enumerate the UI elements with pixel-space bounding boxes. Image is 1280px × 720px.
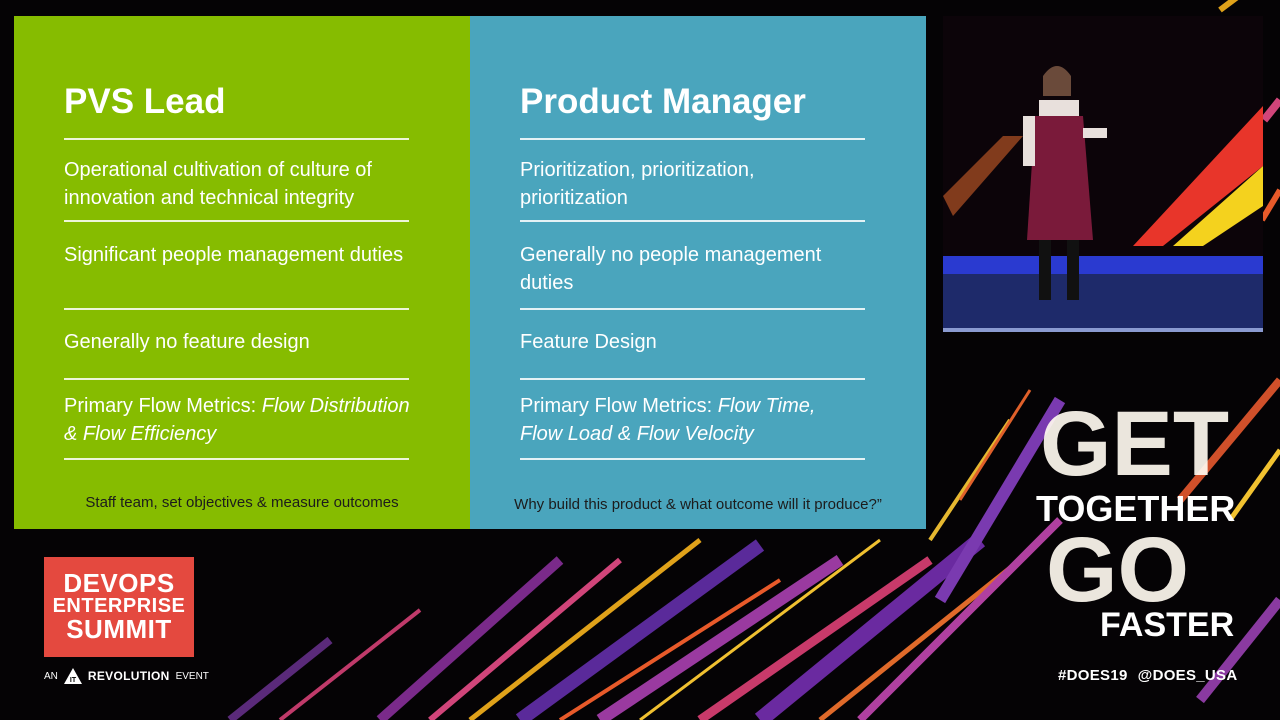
svg-text:IT: IT	[70, 677, 77, 684]
byline-event: EVENT	[175, 670, 209, 682]
byline-an: AN	[44, 670, 58, 682]
speaker-video	[943, 16, 1263, 332]
product-manager-column: Product Manager Prioritization, prioriti…	[470, 16, 926, 529]
hashtag: #DOES19	[1058, 667, 1128, 684]
divider	[64, 138, 409, 140]
divider	[64, 458, 409, 460]
metrics-value: Flow Distribution & Flow Efficiency	[64, 395, 410, 445]
devops-enterprise-summit-logo: DEVOPS ENTERPRISE SUMMIT	[44, 557, 194, 657]
divider	[520, 138, 865, 140]
divider	[64, 220, 409, 222]
speaker-video-image	[943, 16, 1263, 332]
it-revolution-icon: IT	[63, 668, 82, 684]
divider	[520, 220, 865, 222]
column-footer: Why build this product & what outcome wi…	[514, 496, 882, 513]
metrics-value: Flow Time, Flow Load & Flow Velocity	[520, 395, 816, 445]
logo-line: ENTERPRISE	[52, 595, 186, 617]
logo-line: DEVOPS	[63, 568, 175, 598]
divider	[520, 378, 865, 380]
column-title: Product Manager	[520, 82, 806, 121]
slogan-together: TOGETHER	[1036, 488, 1236, 529]
column-title: PVS Lead	[64, 82, 226, 121]
twitter-handle: @DOES_USA	[1137, 667, 1238, 684]
pvs-lead-column: PVS Lead Operational cultivation of cult…	[14, 16, 470, 529]
slogan-go: GO	[1046, 519, 1190, 621]
list-item: Feature Design	[520, 331, 657, 353]
slogan-faster: FASTER	[1100, 606, 1235, 644]
flow-metrics-item: Primary Flow Metrics: Flow Time, Flow Lo…	[520, 392, 840, 448]
flow-metrics-item: Primary Flow Metrics: Flow Distribution …	[64, 392, 414, 448]
social-tags: #DOES19 @DOES_USA	[1058, 667, 1248, 684]
presentation-slide: PVS Lead Operational cultivation of cult…	[14, 16, 926, 529]
divider	[64, 378, 409, 380]
organizer-byline: AN IT REVOLUTION EVENT	[44, 668, 209, 684]
list-item: Significant people management duties	[64, 244, 404, 266]
divider	[64, 308, 409, 310]
divider	[520, 458, 865, 460]
list-item: Prioritization, prioritization, prioriti…	[520, 159, 755, 209]
metrics-prefix: Primary Flow Metrics:	[64, 395, 262, 417]
byline-brand: REVOLUTION	[87, 669, 170, 683]
list-item: Generally no people management duties	[520, 244, 822, 294]
slogan-get: GET	[1040, 393, 1230, 495]
metrics-prefix: Primary Flow Metrics:	[520, 395, 718, 417]
list-item: Generally no feature design	[64, 331, 310, 353]
list-item: Operational cultivation of culture of in…	[64, 159, 372, 209]
logo-line: SUMMIT	[66, 614, 172, 644]
divider	[520, 308, 865, 310]
column-footer: Staff team, set objectives & measure out…	[85, 494, 399, 511]
